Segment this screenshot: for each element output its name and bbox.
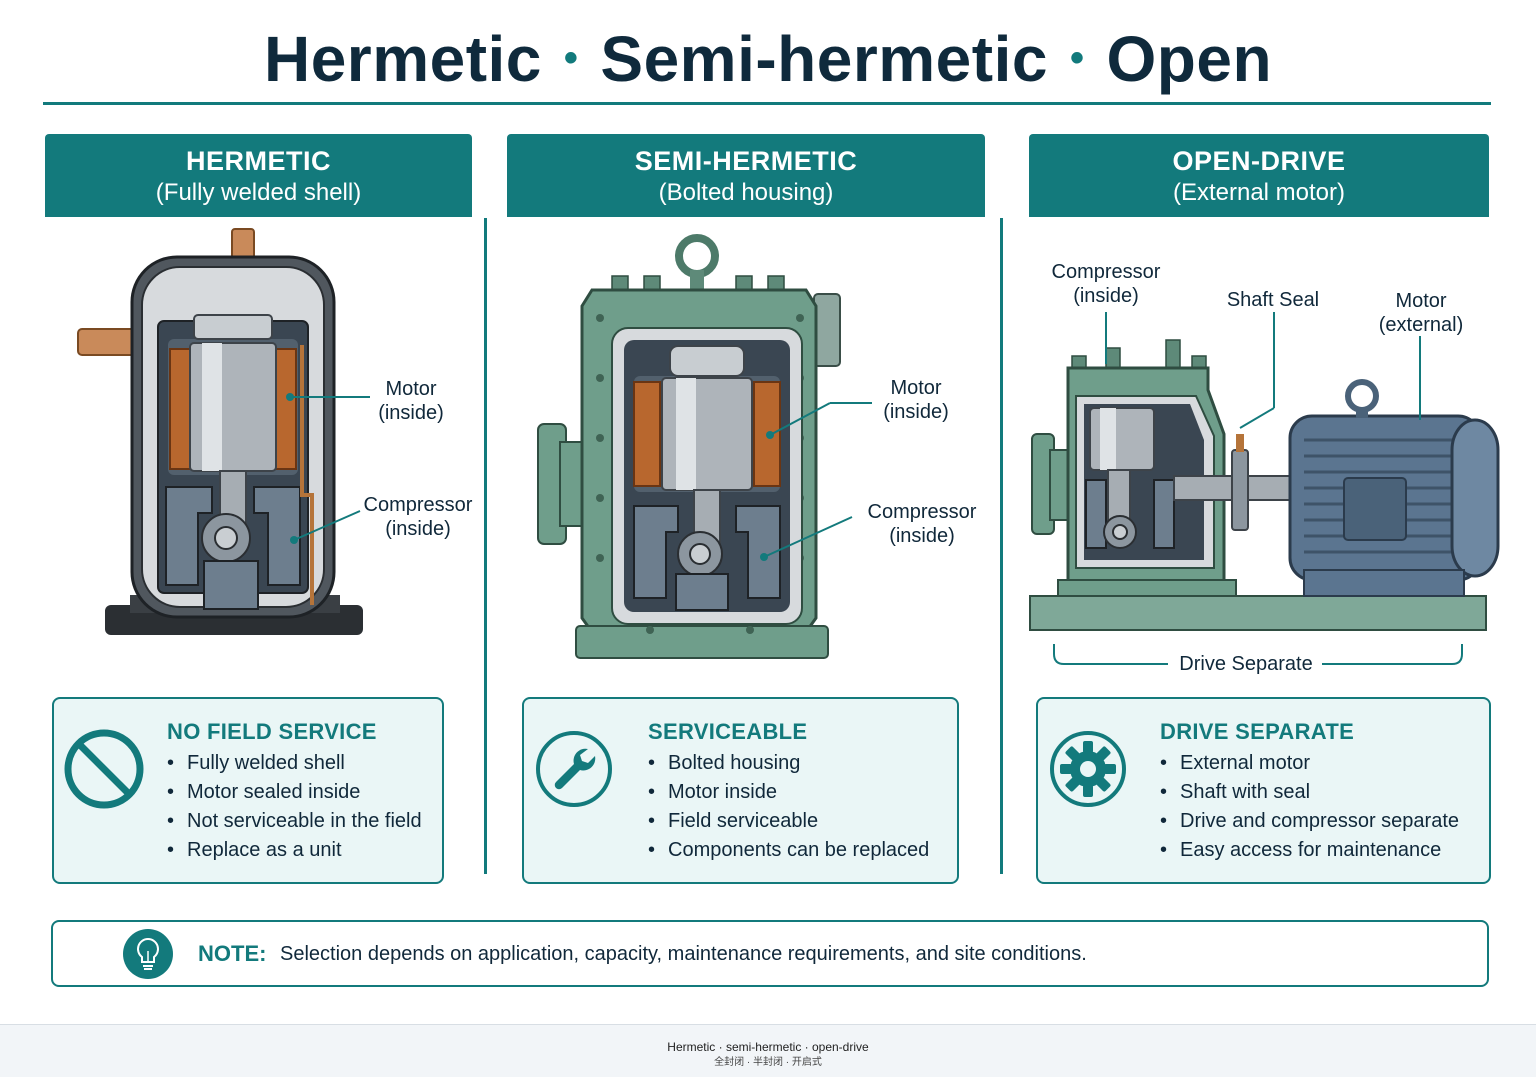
hermetic-motor-callout-line1: Motor: [385, 378, 437, 400]
open-drive-shaft-seal-callout-line1: Shaft Seal: [1226, 289, 1320, 311]
hermetic-callout-lines: [286, 393, 370, 544]
hermetic-info-heading: NO FIELD SERVICE: [167, 719, 377, 744]
open-drive-motor-callout: Motor (external): [1372, 289, 1470, 337]
semi-hermetic-motor-callout-line1: Motor: [890, 377, 942, 399]
title-underline: [43, 102, 1491, 105]
open-drive-info-heading: DRIVE SEPARATE: [1160, 719, 1355, 744]
open-drive-info-panel: DRIVE SEPARATE External motor Shaft with…: [1036, 697, 1491, 884]
semi-hermetic-compressor-callout-line1: Compressor: [867, 501, 977, 523]
semi-hermetic-subheading: (Bolted housing): [658, 179, 834, 206]
page-title: Hermetic • Semi-hermetic • Open: [0, 22, 1536, 96]
open-drive-shaft-seal-callout: Shaft Seal: [1220, 288, 1326, 312]
list-item: Components can be replaced: [648, 836, 929, 865]
hermetic-compressor-callout: Compressor (inside): [362, 493, 474, 541]
semi-hermetic-info-heading: SERVICEABLE: [648, 719, 808, 744]
lightbulb-icon: [123, 929, 173, 979]
hermetic-header: HERMETIC (Fully welded shell): [45, 134, 472, 217]
hermetic-compressor-illustration: [77, 228, 363, 635]
semi-hermetic-callout-lines: [760, 402, 872, 561]
open-drive-compressor-callout-line1: Compressor: [1051, 261, 1161, 283]
prohibited-icon: [64, 729, 144, 809]
hermetic-heading: HERMETIC: [186, 146, 331, 176]
open-drive-callout-lines: [1105, 312, 1421, 429]
semi-hermetic-motor-callout-line2: (inside): [883, 401, 949, 423]
hermetic-subheading: (Fully welded shell): [155, 179, 362, 206]
title-open: Open: [1106, 23, 1273, 95]
semi-hermetic-heading: SEMI-HERMETIC: [634, 146, 858, 176]
list-item: Bolted housing: [648, 749, 929, 778]
column-divider-1: [484, 218, 487, 874]
gear-icon: [1050, 731, 1126, 807]
list-item: Shaft with seal: [1160, 778, 1459, 807]
hermetic-info-panel: NO FIELD SERVICE Fully welded shell Moto…: [52, 697, 444, 884]
title-separator-2: •: [1069, 35, 1085, 80]
open-drive-illustration: [1029, 339, 1500, 631]
open-drive-motor-callout-line1: Motor: [1395, 290, 1447, 312]
list-item: Easy access for maintenance: [1160, 836, 1459, 865]
semi-hermetic-info-list: Bolted housing Motor inside Field servic…: [648, 749, 929, 865]
list-item: Fully welded shell: [167, 749, 422, 778]
column-divider-2: [1000, 218, 1003, 874]
open-drive-compressor-callout: Compressor (inside): [1046, 260, 1166, 308]
list-item: Not serviceable in the field: [167, 807, 422, 836]
footer-caption-chinese: 全封闭 · 半封闭 · 开启式: [714, 1057, 822, 1068]
title-separator-1: •: [563, 35, 579, 80]
open-drive-info-list: External motor Shaft with seal Drive and…: [1160, 749, 1459, 865]
list-item: Drive and compressor separate: [1160, 807, 1459, 836]
title-semi-hermetic: Semi-hermetic: [600, 23, 1048, 95]
hermetic-compressor-callout-line1: Compressor: [363, 494, 473, 516]
title-hermetic: Hermetic: [263, 23, 542, 95]
list-item: Motor sealed inside: [167, 778, 422, 807]
footer: Hermetic · semi-hermetic · open-drive 全封…: [0, 1024, 1536, 1077]
wrench-icon: [536, 731, 612, 807]
drive-separate-bracket: [1053, 644, 1463, 665]
semi-hermetic-info-panel: SERVICEABLE Bolted housing Motor inside …: [522, 697, 959, 884]
list-item: Motor inside: [648, 778, 929, 807]
semi-hermetic-compressor-callout-line2: (inside): [889, 525, 955, 547]
note-text: Selection depends on application, capaci…: [280, 943, 1087, 965]
open-drive-heading: OPEN-DRIVE: [1172, 146, 1346, 176]
note-label: NOTE:: [198, 941, 267, 966]
note-box: NOTE: Selection depends on application, …: [51, 920, 1489, 987]
footer-caption: Hermetic · semi-hermetic · open-drive: [667, 1040, 869, 1054]
hermetic-motor-callout: Motor (inside): [368, 377, 454, 425]
list-item: External motor: [1160, 749, 1459, 778]
list-item: Replace as a unit: [167, 836, 422, 865]
hermetic-compressor-callout-line2: (inside): [385, 518, 451, 540]
open-drive-subheading: (External motor): [1172, 179, 1346, 206]
semi-hermetic-motor-callout: Motor (inside): [873, 376, 959, 424]
list-item: Field serviceable: [648, 807, 929, 836]
open-drive-header: OPEN-DRIVE (External motor): [1029, 134, 1489, 217]
hermetic-motor-callout-line2: (inside): [378, 402, 444, 424]
semi-hermetic-compressor-illustration: [537, 234, 841, 659]
semi-hermetic-compressor-callout: Compressor (inside): [864, 500, 980, 548]
hermetic-info-list: Fully welded shell Motor sealed inside N…: [167, 749, 422, 865]
semi-hermetic-header: SEMI-HERMETIC (Bolted housing): [507, 134, 985, 217]
open-drive-compressor-callout-line2: (inside): [1073, 285, 1139, 307]
drive-separate-label: Drive Separate: [1179, 653, 1313, 675]
open-drive-motor-callout-line2: (external): [1378, 314, 1464, 336]
